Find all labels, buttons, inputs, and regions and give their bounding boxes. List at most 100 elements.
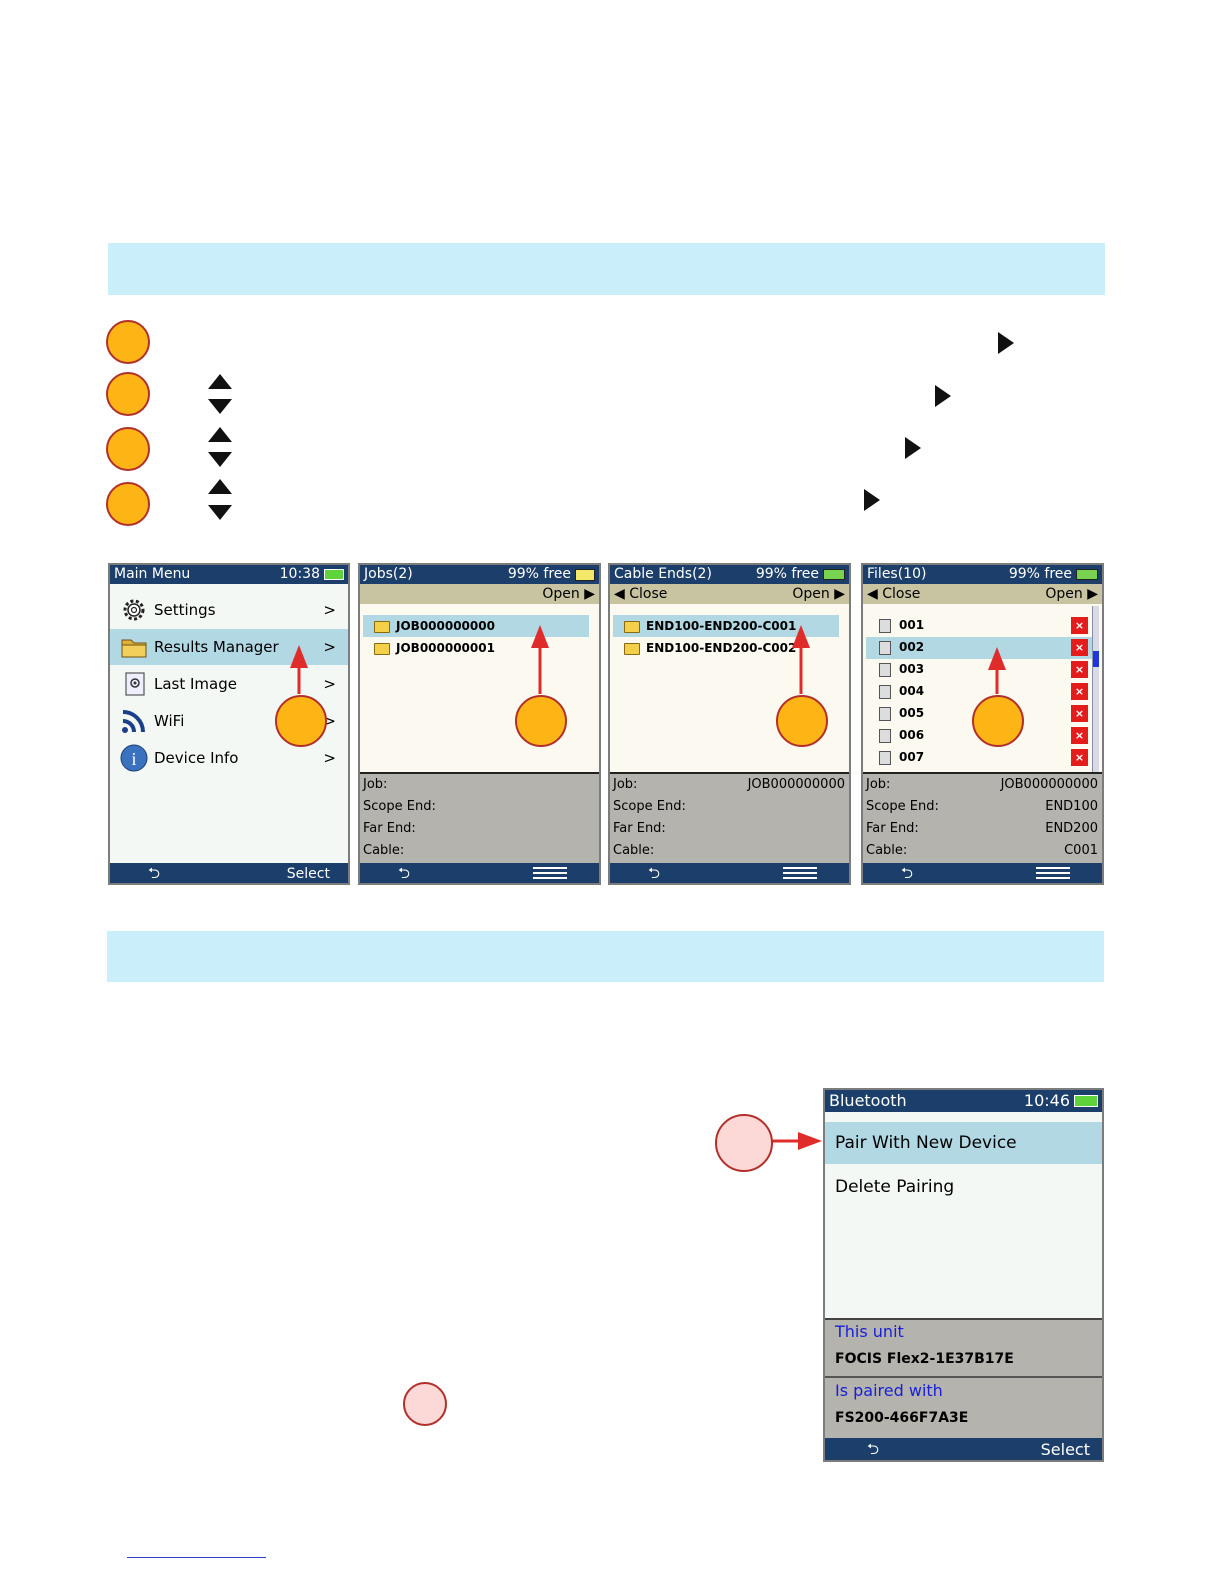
delete-file-button[interactable]: × bbox=[1071, 661, 1088, 678]
chevron-right-icon: > bbox=[323, 638, 336, 656]
right-arrow-icon bbox=[998, 332, 1014, 354]
select-button[interactable]: Select bbox=[1040, 1440, 1090, 1459]
back-button[interactable]: ⮌ bbox=[398, 864, 411, 882]
folder-icon bbox=[624, 642, 640, 655]
job-value: JOB000000000 bbox=[1000, 777, 1098, 792]
list-item-cable-end[interactable]: END100-END200-C002 bbox=[624, 638, 796, 658]
menu-item-wifi[interactable]: WiFi > bbox=[110, 703, 348, 739]
cable-label: Cable: bbox=[866, 843, 908, 858]
menu-item-label: Pair With New Device bbox=[835, 1133, 1017, 1153]
scrollbar[interactable] bbox=[1092, 606, 1099, 774]
list-item-file[interactable]: 005 bbox=[879, 703, 924, 723]
scope-end-label: Scope End: bbox=[866, 799, 939, 814]
bottom-bar: ⮌ bbox=[610, 863, 849, 883]
delete-file-button[interactable]: × bbox=[1071, 617, 1088, 634]
folder-icon bbox=[374, 620, 390, 633]
battery-icon bbox=[1074, 1095, 1098, 1107]
title-bar: Main Menu 10:38 bbox=[110, 565, 348, 584]
title-bar: Files(10) 99% free bbox=[863, 565, 1102, 584]
title-bar: Jobs(2) 99% free bbox=[360, 565, 599, 584]
menu-item-label: Device Info bbox=[154, 749, 239, 767]
up-arrow-icon bbox=[208, 374, 232, 389]
step-callout bbox=[275, 695, 327, 747]
divider bbox=[825, 1376, 1102, 1378]
battery-icon bbox=[823, 569, 845, 580]
close-button[interactable]: ◀ Close bbox=[867, 586, 921, 602]
down-arrow-icon bbox=[208, 399, 232, 414]
image-file-icon bbox=[879, 662, 891, 677]
footer-link-underline[interactable] bbox=[127, 1557, 266, 1558]
scope-end-value: END100 bbox=[1045, 799, 1098, 814]
list-item-file[interactable]: 004 bbox=[879, 681, 924, 701]
image-file-icon bbox=[879, 640, 891, 655]
menu-item-device-info[interactable]: i Device Info > bbox=[110, 740, 348, 776]
down-arrow-icon bbox=[208, 505, 232, 520]
image-file-icon bbox=[879, 706, 891, 721]
menu-icon[interactable] bbox=[1036, 867, 1070, 879]
step-callout bbox=[106, 482, 150, 526]
step-callout bbox=[776, 695, 828, 747]
main-menu-screen: Main Menu 10:38 Settings > Results Manag… bbox=[108, 563, 350, 885]
scrollbar-thumb[interactable] bbox=[1093, 651, 1099, 667]
down-arrow-icon bbox=[208, 452, 232, 467]
title-bar: Cable Ends(2) 99% free bbox=[610, 565, 849, 584]
cable-ends-screen: Cable Ends(2) 99% free ◀ Close Open ▶ EN… bbox=[608, 563, 851, 885]
menu-item-settings[interactable]: Settings > bbox=[110, 592, 348, 628]
files-screen: Files(10) 99% free ◀ Close Open ▶ 001 × 00… bbox=[861, 563, 1104, 885]
list-item-file[interactable]: 001 bbox=[879, 615, 924, 635]
menu-item-pair-new-device[interactable]: Pair With New Device bbox=[825, 1122, 1102, 1164]
list-item-file[interactable]: 002 bbox=[879, 637, 924, 657]
step-callout bbox=[715, 1114, 773, 1172]
gear-icon bbox=[123, 599, 145, 621]
menu-icon[interactable] bbox=[533, 867, 567, 879]
battery-icon bbox=[324, 569, 344, 580]
menu-item-delete-pairing[interactable]: Delete Pairing bbox=[825, 1166, 1102, 1208]
list-item-job[interactable]: JOB000000000 bbox=[374, 616, 495, 636]
screen-title: Jobs(2) bbox=[364, 566, 413, 582]
info-panel: Job:JOB000000000 Scope End: Far End: Cab… bbox=[610, 772, 849, 863]
delete-file-button[interactable]: × bbox=[1071, 639, 1088, 656]
list-item-job[interactable]: JOB000000001 bbox=[374, 638, 495, 658]
image-file-icon bbox=[879, 728, 891, 743]
delete-file-button[interactable]: × bbox=[1071, 705, 1088, 722]
delete-file-button[interactable]: × bbox=[1071, 749, 1088, 766]
back-button[interactable]: ⮌ bbox=[148, 864, 161, 882]
list-item-file[interactable]: 006 bbox=[879, 725, 924, 745]
bottom-bar: ⮌ Select bbox=[825, 1438, 1102, 1460]
open-button[interactable]: Open ▶ bbox=[792, 586, 845, 602]
bottom-bar: ⮌ Select bbox=[110, 863, 348, 883]
back-button[interactable]: ⮌ bbox=[648, 864, 661, 882]
paired-with-value: FS200-466F7A3E bbox=[835, 1410, 969, 1426]
bottom-bar: ⮌ bbox=[863, 863, 1102, 883]
list-item-file[interactable]: 003 bbox=[879, 659, 924, 679]
open-button[interactable]: Open ▶ bbox=[542, 586, 595, 602]
selection-highlight bbox=[866, 637, 1092, 659]
list-item-cable-end[interactable]: END100-END200-C001 bbox=[624, 616, 796, 636]
back-button[interactable]: ⮌ bbox=[867, 1440, 880, 1458]
red-arrow-head bbox=[792, 625, 810, 648]
action-bar: ◀ Close Open ▶ bbox=[863, 584, 1102, 604]
open-button[interactable]: Open ▶ bbox=[1045, 586, 1098, 602]
scope-end-label: Scope End: bbox=[613, 799, 686, 814]
far-end-label: Far End: bbox=[363, 821, 416, 836]
delete-file-button[interactable]: × bbox=[1071, 683, 1088, 700]
step-callout bbox=[972, 695, 1024, 747]
image-file-icon bbox=[879, 618, 891, 633]
screen-title: Files(10) bbox=[867, 566, 927, 582]
red-arrow-head bbox=[290, 645, 308, 668]
action-bar: ◀ Close Open ▶ bbox=[610, 584, 849, 604]
right-arrow-icon bbox=[935, 385, 951, 407]
screen-title: Bluetooth bbox=[829, 1091, 907, 1110]
back-button[interactable]: ⮌ bbox=[901, 864, 914, 882]
menu-item-results-manager[interactable]: Results Manager > bbox=[110, 629, 348, 665]
select-button[interactable]: Select bbox=[286, 866, 330, 882]
delete-file-button[interactable]: × bbox=[1071, 727, 1088, 744]
info-panel: Job:JOB000000000 Scope End:END100 Far En… bbox=[863, 772, 1102, 863]
close-button[interactable]: ◀ Close bbox=[614, 586, 668, 602]
menu-item-last-image[interactable]: Last Image > bbox=[110, 666, 348, 702]
list-item-file[interactable]: 007 bbox=[879, 747, 924, 767]
menu-icon[interactable] bbox=[783, 867, 817, 879]
cable-label: Cable: bbox=[613, 843, 655, 858]
paired-with-label: Is paired with bbox=[835, 1381, 943, 1400]
far-end-value: END200 bbox=[1045, 821, 1098, 836]
